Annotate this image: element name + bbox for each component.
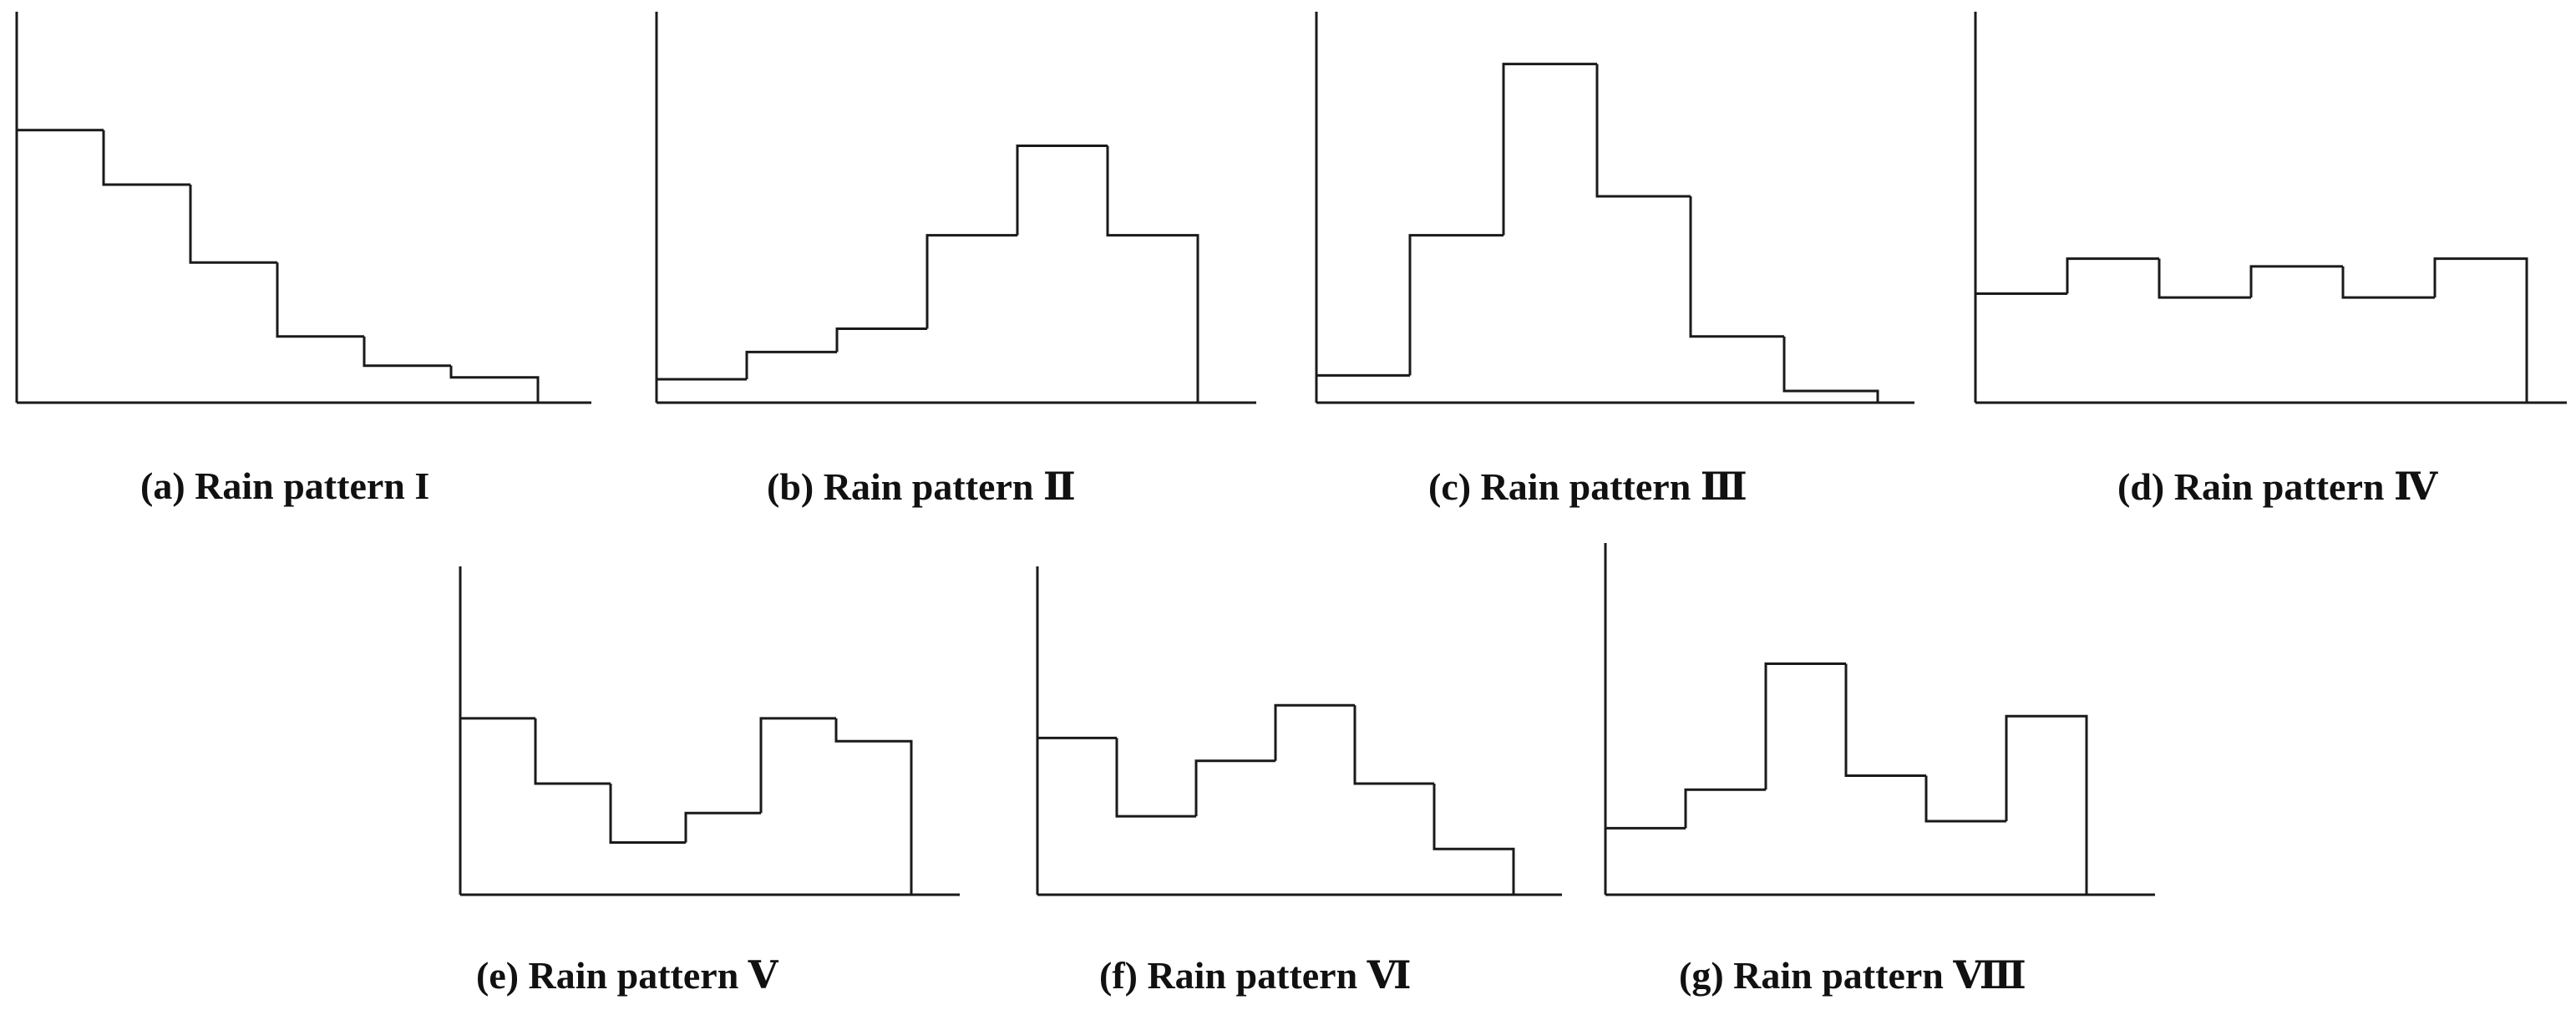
- caption-b: (b) Rain pattern Ⅱ: [767, 465, 1076, 508]
- panel-b: [655, 12, 1256, 404]
- caption-c: (c) Rain pattern Ⅲ: [1428, 465, 1747, 508]
- bar-e-5: [759, 717, 836, 814]
- bar-c-2: [1408, 234, 1504, 376]
- caption-d: (d) Rain pattern Ⅳ: [2117, 465, 2438, 508]
- chart-f: [1036, 566, 1562, 896]
- bar-g-6: [2005, 714, 2088, 895]
- panel-d: [1974, 12, 2567, 404]
- chart-d: [1974, 12, 2567, 404]
- bar-b-2: [745, 350, 837, 380]
- bar-g-4: [1844, 663, 1926, 778]
- bar-g-3: [1764, 662, 1846, 790]
- bar-a-2: [102, 129, 190, 186]
- bar-e-4: [684, 811, 761, 843]
- bar-f-2: [1115, 738, 1196, 818]
- bar-a-5: [363, 336, 451, 368]
- panel-f: [1036, 566, 1562, 896]
- caption-g: (g) Rain pattern Ⅷ: [1679, 954, 2026, 997]
- chart-g: [1604, 543, 2155, 896]
- bar-d-6: [2433, 257, 2528, 403]
- bar-c-6: [1782, 336, 1879, 403]
- bar-g-2: [1684, 788, 1766, 829]
- bar-b-4: [925, 234, 1017, 329]
- bar-f-4: [1274, 703, 1355, 761]
- caption-e: (e) Rain pattern Ⅴ: [476, 954, 778, 997]
- bar-d-5: [2341, 266, 2435, 299]
- caption-f: (f) Rain pattern Ⅵ: [1099, 954, 1412, 997]
- panel-e: [459, 566, 960, 896]
- bar-f-3: [1194, 759, 1275, 817]
- bar-d-4: [2249, 265, 2343, 298]
- chart-e: [459, 566, 960, 896]
- bar-e-6: [834, 718, 913, 895]
- chart-c: [1315, 12, 1914, 404]
- panel-g: [1604, 543, 2155, 896]
- bar-e-2: [534, 718, 611, 785]
- bar-f-6: [1433, 784, 1515, 895]
- caption-a: (a) Rain pattern I: [140, 464, 430, 507]
- bar-d-3: [2158, 258, 2251, 299]
- bar-b-5: [1016, 144, 1108, 236]
- bar-a-3: [189, 185, 277, 264]
- panel-a: [15, 12, 591, 404]
- bar-d-2: [2066, 257, 2159, 294]
- bar-b-6: [1106, 145, 1199, 403]
- chart-a: [15, 12, 591, 404]
- bar-f-5: [1353, 705, 1434, 785]
- bar-a-6: [449, 365, 540, 403]
- bar-g-5: [1924, 775, 2006, 823]
- chart-b: [655, 12, 1256, 404]
- bar-b-3: [835, 327, 927, 353]
- bar-c-5: [1689, 196, 1784, 338]
- panel-c: [1315, 12, 1914, 404]
- bar-a-4: [276, 262, 364, 338]
- bar-c-4: [1595, 63, 1691, 198]
- bar-e-3: [609, 784, 686, 844]
- bar-c-3: [1502, 63, 1597, 236]
